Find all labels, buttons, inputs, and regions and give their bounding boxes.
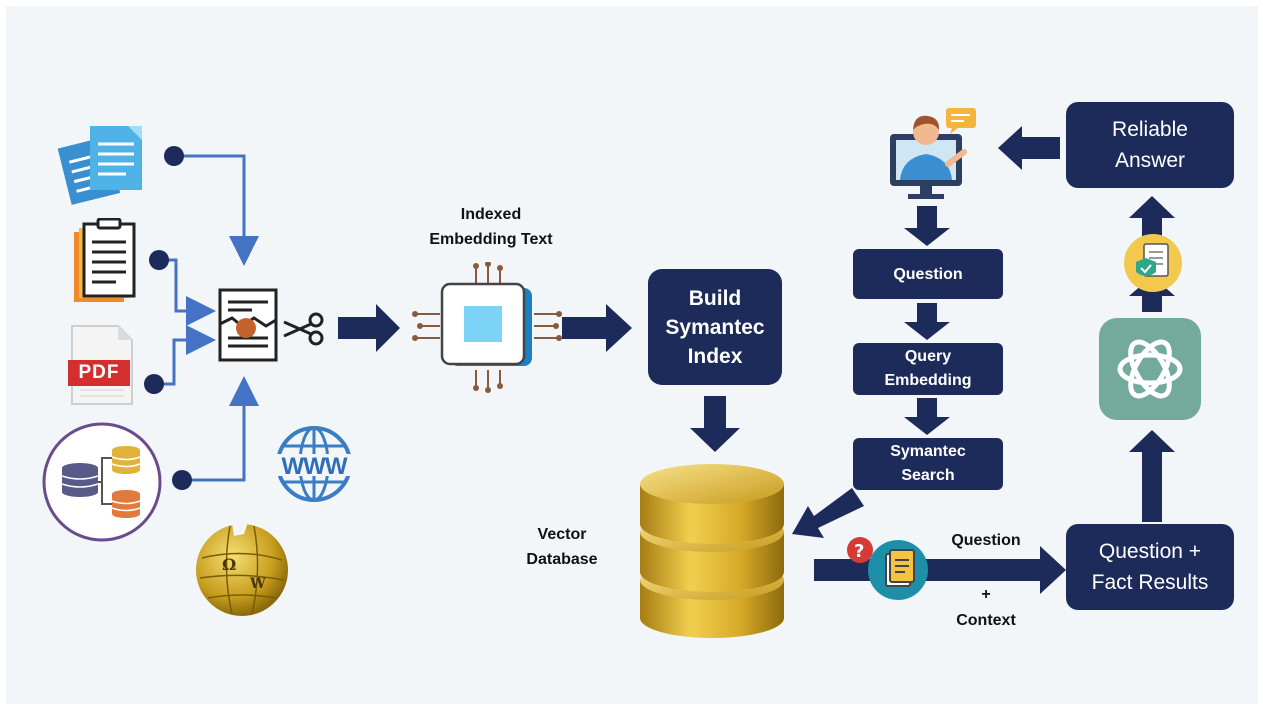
svg-text:W: W (249, 576, 266, 592)
www-globe-icon: WWW (274, 424, 354, 504)
query-embedding-box: Query Embedding (853, 343, 1003, 395)
pdf-badge: PDF (68, 360, 130, 386)
source-connector-dots (144, 146, 192, 490)
clipboard-documents-icon (74, 218, 136, 302)
documents-icon (57, 126, 142, 205)
wikipedia-globe-icon: Ω W (196, 522, 288, 616)
vector-db-label: Vector Database (526, 526, 598, 568)
question-document-icon: ? (847, 537, 928, 600)
question-box: Question (853, 249, 1003, 299)
vector-database-icon (640, 464, 784, 638)
reliable-answer-box: Reliable Answer (1066, 102, 1234, 188)
svg-text:?: ? (854, 541, 864, 562)
symantec-search-box: Symantec Search (853, 438, 1003, 490)
scissors-icon (283, 312, 324, 346)
context-plus-label: + (981, 586, 991, 603)
pdf-file-icon: PDF (68, 324, 136, 406)
verified-document-icon (1124, 234, 1182, 292)
build-index-label: Build Symantec Index (665, 286, 765, 368)
context-label: Context (956, 612, 1016, 629)
context-question-label: Question (951, 532, 1021, 549)
pdf-label: PDF (78, 362, 120, 383)
question-label: Question (893, 265, 963, 283)
symantec-search-label: Symantec Search (890, 443, 966, 484)
processor-chip-icon (412, 262, 562, 393)
database-network-icon (42, 422, 162, 542)
document-splitter-icon (218, 288, 324, 362)
flow-arrows (338, 126, 1175, 594)
fact-results-box: Question + Fact Results (1066, 524, 1234, 610)
openai-logo-icon (1099, 318, 1201, 420)
embedding-label: Indexed Embedding Text (429, 206, 553, 248)
diagram-canvas: PDF WWW (6, 6, 1258, 704)
connectors-layer (144, 126, 1175, 594)
user-at-monitor-icon (890, 108, 976, 199)
fact-results-label: Question + Fact Results (1091, 540, 1209, 594)
query-embedding-label: Query Embedding (884, 348, 972, 389)
reliable-answer-label: Reliable Answer (1112, 118, 1188, 172)
www-label: WWW (281, 453, 348, 480)
build-index-box: Build Symantec Index (648, 269, 782, 385)
svg-text:Ω: Ω (222, 555, 236, 574)
